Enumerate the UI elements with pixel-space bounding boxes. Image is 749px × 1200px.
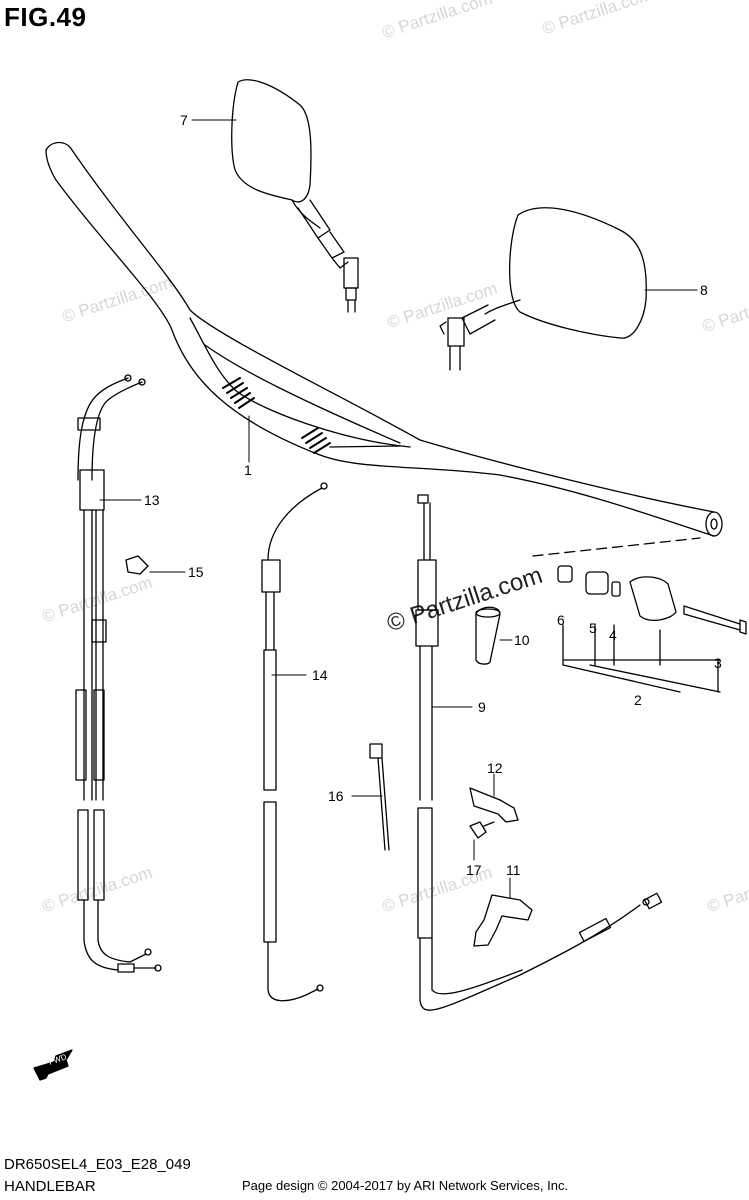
part-label-6[interactable]: 6	[557, 612, 565, 628]
part-label-15[interactable]: 15	[188, 564, 204, 580]
leader-lines	[99, 119, 698, 899]
handlebar[interactable]	[45, 141, 723, 537]
grip-cover[interactable]	[475, 606, 501, 665]
choke-cable[interactable]	[261, 482, 328, 1002]
bracket-12[interactable]	[469, 787, 519, 823]
part-label-10[interactable]: 10	[514, 632, 530, 648]
throttle-cables[interactable]	[75, 374, 162, 973]
clamp[interactable]	[125, 555, 149, 575]
part-label-8[interactable]: 8	[700, 282, 708, 298]
part-label-4[interactable]: 4	[609, 627, 617, 643]
part-label-16[interactable]: 16	[328, 788, 344, 804]
fwd-arrow-icon: FWD	[33, 1049, 73, 1081]
bracket-11[interactable]	[473, 894, 533, 947]
screw-17[interactable]	[469, 821, 495, 839]
part-label-2[interactable]: 2	[634, 692, 642, 708]
diagram-code: DR650SEL4_E03_E28_049	[4, 1156, 191, 1173]
part-label-14[interactable]: 14	[312, 667, 328, 683]
bar-end-weight-assembly[interactable]	[532, 537, 747, 693]
part-label-5[interactable]: 5	[589, 620, 597, 636]
cable-tie[interactable]	[369, 743, 390, 851]
clutch-cable[interactable]	[415, 494, 663, 1011]
copyright-notice: Page design © 2004-2017 by ARI Network S…	[242, 1178, 569, 1193]
part-label-13[interactable]: 13	[144, 492, 160, 508]
part-label-12[interactable]: 12	[487, 760, 503, 776]
part-label-1[interactable]: 1	[244, 462, 252, 478]
figure-title: FIG.49	[4, 2, 87, 32]
part-label-11[interactable]: 11	[506, 862, 521, 878]
part-label-3[interactable]: 3	[714, 655, 722, 671]
mirror-left[interactable]	[231, 79, 359, 313]
section-name: HANDLEBAR	[4, 1178, 96, 1195]
part-label-7[interactable]: 7	[180, 112, 188, 128]
part-label-17[interactable]: 17	[466, 862, 482, 878]
mirror-right[interactable]	[439, 207, 647, 371]
part-label-9[interactable]: 9	[478, 699, 486, 715]
